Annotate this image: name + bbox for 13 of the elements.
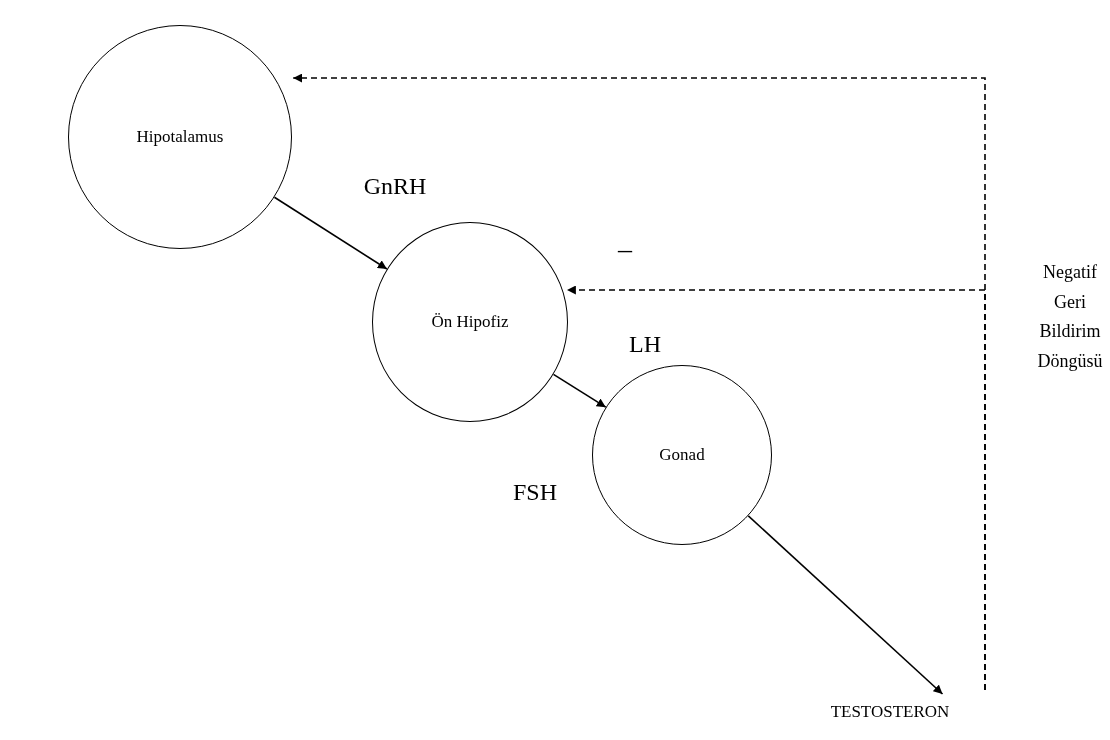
hormone-label: TESTOSTERON	[815, 702, 965, 724]
node-label: Hipotalamus	[136, 127, 224, 147]
arrow	[273, 196, 388, 270]
text-label: GnRH	[362, 172, 428, 201]
text-label: Negatif Geri Bildirim Döngüsü	[1036, 261, 1104, 374]
minus-sign: –	[616, 232, 634, 266]
node-label: Gonad	[659, 445, 705, 465]
arrow	[747, 515, 944, 695]
text-label: FSH	[512, 478, 558, 507]
arrow	[552, 373, 607, 408]
text-label: LH	[628, 330, 662, 359]
node-label: Ön Hipofiz	[431, 312, 509, 332]
feedback-arrow	[566, 285, 986, 691]
